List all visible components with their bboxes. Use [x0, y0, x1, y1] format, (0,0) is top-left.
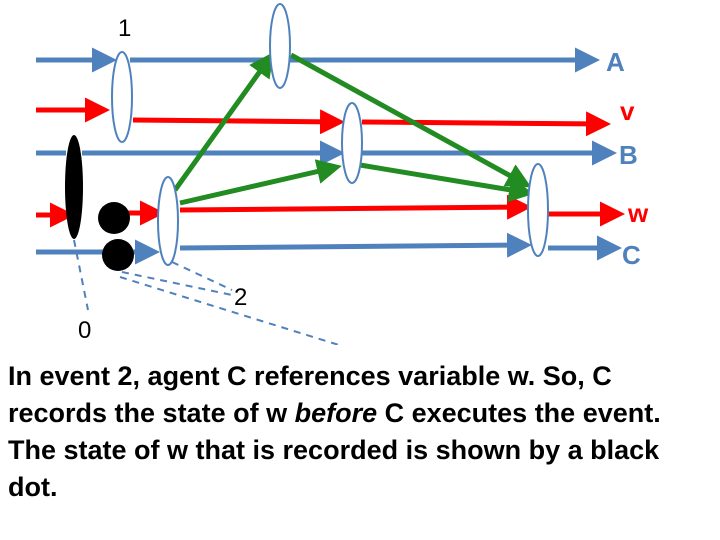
state-dot-c: [102, 239, 134, 271]
message-arrow-b-to-c3: [359, 162, 534, 203]
event-diagram: 1 2 0 A v B w C: [36, 3, 649, 345]
message-arrow-c2-to-b: [179, 159, 342, 206]
caption-part2: C executes the event. The state of w tha…: [8, 398, 661, 502]
message-arrows: [172, 51, 534, 206]
line-label-a: A: [606, 47, 625, 77]
event-b-oval: [341, 102, 363, 184]
event-label-1: 1: [118, 15, 131, 42]
message-arrow-a-to-c3: [289, 52, 532, 188]
agent-line-c: [36, 232, 622, 265]
line-label-c: C: [622, 240, 641, 270]
state-dot-w: [98, 202, 130, 234]
variable-line-w: [36, 194, 625, 228]
event-label-0: 0: [78, 317, 91, 344]
pointer-lines: [73, 239, 343, 345]
event-c3-oval: [527, 163, 549, 257]
event-label-2: 2: [234, 284, 247, 311]
caption-emphasis: before: [294, 398, 378, 428]
caption-part1: In event 2, agent C references variable …: [8, 361, 612, 428]
event-1-oval: [111, 51, 133, 143]
message-arrow-c2-to-a: [172, 51, 274, 192]
event-ovals: [111, 3, 549, 266]
line-label-b: B: [619, 140, 638, 170]
variable-line-v: [36, 97, 611, 137]
line-label-w: w: [627, 198, 649, 228]
event-a2-oval: [269, 3, 291, 89]
event-2-oval: [157, 176, 179, 266]
event-0-oval: [65, 135, 83, 239]
line-label-v: v: [620, 96, 635, 126]
caption: In event 2, agent C references variable …: [8, 358, 708, 506]
